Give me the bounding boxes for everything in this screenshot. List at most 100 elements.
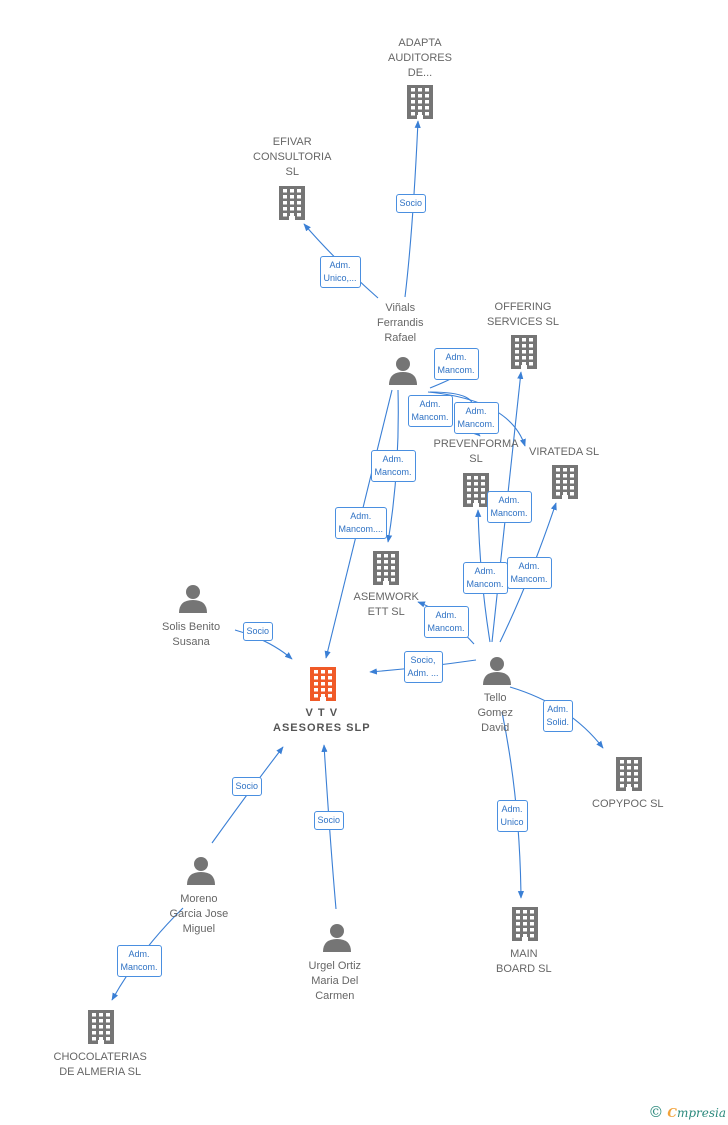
offering-building-icon[interactable] <box>511 335 537 369</box>
edge-label-moreno-to-vtv[interactable]: Socio <box>231 776 263 796</box>
edge-label-vinals-to-offering[interactable]: Adm.Mancom. <box>433 348 479 380</box>
chocolaterias-label-line: CHOCOLATERIAS <box>53 1051 147 1063</box>
solis-label-line: Susana <box>172 636 210 648</box>
vinals-label-line: Viñals <box>385 302 416 314</box>
edge-label-line: Socio <box>235 780 259 791</box>
edge-label-line: Mancom. <box>466 579 504 589</box>
edge-label-line: Adm. <box>501 804 523 814</box>
edge-label-urgel-to-vtv[interactable]: Socio <box>313 810 345 830</box>
edge-label-line: Adm. <box>435 610 457 620</box>
edge-solis-to-vtv <box>234 629 293 660</box>
edge-label-tello-to-asemwork[interactable]: Adm. Mancom. <box>423 606 469 638</box>
edge-label-vinals-to-prevenforma[interactable]: Adm. Mancom. <box>407 395 453 427</box>
adapta-building-icon[interactable] <box>407 85 433 119</box>
edge-label-line: Mancom. <box>120 962 158 972</box>
moreno-person-icon[interactable] <box>187 857 215 885</box>
copyright-symbol: © <box>648 1103 664 1121</box>
edge-label-moreno-to-chocolaterias[interactable]: Adm. Mancom. <box>116 945 162 977</box>
adapta-label-line: DE... <box>407 67 433 79</box>
edge-label-line: Adm. <box>329 260 351 270</box>
edge-label-line: Adm. <box>128 949 150 959</box>
edge-urgel-to-vtv <box>321 744 337 910</box>
urgel-person-icon[interactable] <box>323 924 351 952</box>
solis-person-icon[interactable] <box>179 585 207 613</box>
edge-label-line: Adm. <box>382 454 404 464</box>
edge-vinals-to-adapta <box>404 120 421 298</box>
efivar-label-line: EFIVAR <box>272 136 312 148</box>
edge-label-line: Adm. <box>547 704 569 714</box>
chocolaterias-label-line: DE ALMERIA SL <box>59 1066 142 1078</box>
mainboard-label-line: MAIN <box>510 948 538 960</box>
virateda-node-label[interactable]: VIRATEDA SL <box>529 445 599 460</box>
moreno-label-line: Moreno <box>180 893 218 905</box>
edge-label-vinals-to-efivar[interactable]: Adm.Unico,... <box>319 256 361 288</box>
adapta-label-line: ADAPTA <box>398 37 442 49</box>
edge-label-vinals-to-vtv[interactable]: Adm. Mancom.... <box>334 507 388 539</box>
edge-label-line: Mancom. <box>510 574 548 584</box>
edge-label-line: Socio, <box>410 655 436 665</box>
edge-label-vinals-to-asemwork[interactable]: Adm.Mancom. <box>370 450 416 482</box>
mainboard-label-line: BOARD SL <box>496 963 552 975</box>
copypoc-building-icon[interactable] <box>616 757 642 791</box>
edge-label-line: Adm. <box>465 406 487 416</box>
edge-label-line: Adm. ... <box>407 668 439 678</box>
edge-label-line: Mancom. <box>427 623 465 633</box>
edge-label-tello-to-offering[interactable]: Adm.Mancom. <box>486 491 532 523</box>
edge-label-line: Mancom. <box>411 412 449 422</box>
vinals-person-icon[interactable] <box>389 357 417 385</box>
chocolaterias-building-icon[interactable] <box>88 1010 114 1044</box>
edge-label-tello-to-copypoc[interactable]: Adm.Solid. <box>542 700 574 732</box>
edge-label-line: Adm. <box>350 511 372 521</box>
chocolaterias-node-label[interactable]: CHOCOLATERIAS DE ALMERIA SL <box>54 1050 147 1080</box>
edge-label-tello-to-vtv[interactable]: Socio, Adm. ... <box>403 651 443 683</box>
offering-label-line: OFFERING <box>494 301 552 313</box>
edge-label-tello-to-prevenforma[interactable]: Adm.Mancom. <box>462 562 508 594</box>
virateda-building-icon[interactable] <box>552 465 578 499</box>
prevenforma-label-line: SL <box>469 453 483 465</box>
vtv-label-line: ASESORES SLP <box>273 722 371 734</box>
solis-label-line: Solis Benito <box>162 621 221 633</box>
edge-label-vinals-to-adapta[interactable]: Socio <box>395 193 427 213</box>
edge-label-tello-to-mainboard[interactable]: Adm.Unico <box>496 800 528 832</box>
edge-label-tello-to-virateda[interactable]: Adm.Mancom. <box>506 557 552 589</box>
efivar-building-icon[interactable] <box>279 186 305 220</box>
tello-person-icon[interactable] <box>483 657 511 685</box>
urgel-label-line: Carmen <box>315 990 355 1002</box>
tello-label-line: David <box>481 722 510 734</box>
mainboard-building-icon[interactable] <box>512 907 538 941</box>
prevenforma-node-label[interactable]: PREVENFORMA SL <box>434 437 519 467</box>
empresia-brand: ©Cmpresia <box>648 1103 726 1121</box>
edge-label-line: Mancom.... <box>338 524 384 534</box>
asemwork-label-line: ETT SL <box>367 606 405 618</box>
tello-label-line: Gomez <box>477 707 513 719</box>
prevenforma-building-icon[interactable] <box>463 473 489 507</box>
moreno-label-line: Miguel <box>182 923 216 935</box>
edge-label-line: Mancom. <box>457 419 495 429</box>
vinals-label-line: Ferrandis <box>377 317 424 329</box>
prevenforma-label-line: PREVENFORMA <box>433 438 519 450</box>
edge-label-line: Adm. <box>419 399 441 409</box>
edge-label-line: Mancom. <box>490 508 528 518</box>
edge-label-solis-to-vtv[interactable]: Socio <box>242 621 274 641</box>
urgel-label-line: Urgel Ortiz <box>308 960 362 972</box>
moreno-label-line: Garcia Jose <box>169 908 229 920</box>
copypoc-node-label[interactable]: COPYPOC SL <box>592 797 664 812</box>
brand-name: mpresia <box>676 1106 726 1120</box>
vtv-building-icon[interactable] <box>310 667 336 701</box>
edge-label-line: Socio <box>399 197 423 208</box>
asemwork-building-icon[interactable] <box>373 551 399 585</box>
mainboard-node-label[interactable]: MAIN BOARD SL <box>496 947 552 977</box>
edge-label-line: Mancom. <box>437 365 475 375</box>
edge-label-vinals-to-virateda[interactable]: Adm. Mancom. <box>453 402 499 434</box>
